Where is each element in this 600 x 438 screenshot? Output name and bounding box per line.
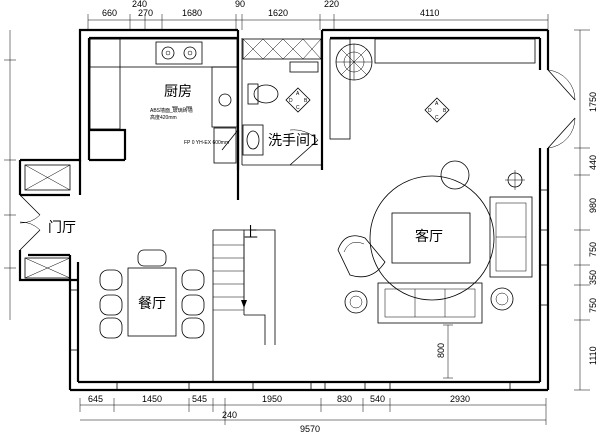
dim-800-label: 800 [436, 343, 446, 358]
right-dim-0: 1750 [588, 92, 598, 112]
bottom-dim-3: 240 [222, 410, 237, 420]
bath-floor-marker-icon: A B C D [285, 87, 311, 113]
bath-marker-b: B [304, 98, 308, 104]
kitchen-note-1: ABS墙面_玻璃砖墙 [150, 107, 193, 114]
staircase [213, 230, 266, 345]
fridge-note: FP 0 YH-EX 600mm [184, 140, 229, 146]
bottom-dim-1: 1450 [142, 394, 162, 404]
sofa-bottom [377, 282, 483, 324]
living-marker-c: C [435, 115, 439, 121]
fridge-icon [213, 127, 237, 164]
living-marker-d: D [428, 108, 432, 114]
side-table-right [490, 287, 514, 311]
washbasin-icon [242, 124, 264, 156]
living-marker-a: A [435, 101, 439, 107]
bath-marker-c: C [296, 105, 300, 111]
kitchen-note-2: 高度420mm [150, 114, 177, 121]
bottom-dim-6: 540 [370, 394, 385, 404]
windows [24, 164, 549, 391]
bottom-dim-0: 645 [88, 394, 103, 404]
bath-marker-d: D [289, 98, 293, 104]
stove-icon [155, 41, 203, 65]
bottom-dim-2: 545 [192, 394, 207, 404]
room-label-washroom: 洗手间1 [268, 133, 319, 149]
room-label-living: 客厅 [415, 228, 443, 245]
living-floor-marker-icon: A B C D [424, 97, 450, 123]
plant-icon [335, 43, 373, 81]
right-dim-3: 750 [588, 242, 598, 257]
left-dimension-ticks [4, 30, 16, 320]
dining-table [127, 267, 177, 337]
coffee-table [391, 212, 471, 264]
kitchen-counter [89, 38, 238, 130]
right-dimension-line [574, 29, 590, 391]
room-label-dining: 餐厅 [138, 296, 166, 312]
room-label-entry: 门厅 [48, 220, 76, 236]
right-dim-5: 750 [588, 298, 598, 313]
sofa-right [489, 196, 533, 278]
living-marker-b: B [443, 108, 447, 114]
top-dim-2: 270 [138, 8, 153, 18]
right-dim-6: 1110 [588, 346, 598, 365]
top-dimension-values: 660 240 270 1680 90 1620 220 4110 [102, 0, 439, 18]
right-dimension-values: 1750 440 980 750 350 750 1110 [588, 92, 598, 365]
stairs-up-label: 上 [244, 225, 258, 241]
light-fixture-icon [505, 170, 525, 190]
room-label-kitchen: 厨房 [164, 84, 192, 100]
round-rug [369, 160, 495, 301]
side-table-left [344, 290, 368, 314]
bottom-dim-7: 2930 [450, 394, 470, 404]
top-dim-4: 90 [235, 0, 245, 9]
top-dim-0: 660 [102, 8, 117, 18]
kitchen-sink-icon [218, 93, 232, 107]
toilet-icon [247, 83, 279, 105]
exterior-walls [18, 28, 550, 392]
bottom-dim-5: 830 [337, 394, 352, 404]
bath-marker-a: A [296, 91, 300, 97]
dim-800-line [443, 324, 453, 379]
doors [19, 69, 576, 251]
dining-chairs [99, 249, 205, 339]
bottom-dim-4: 1950 [262, 394, 282, 404]
bath-cabinet [242, 38, 322, 73]
bottom-dimension-values: 645 1450 545 240 1950 830 540 2930 9570 [88, 394, 470, 434]
armchair-icon [337, 235, 386, 278]
interior-walls [78, 38, 322, 382]
top-dim-1: 240 [132, 0, 147, 9]
bottom-dimension-line [79, 398, 547, 425]
right-dim-2: 980 [588, 198, 598, 213]
top-dim-5: 1620 [268, 8, 288, 18]
top-dimension-line [87, 14, 549, 30]
top-dim-3: 1680 [182, 8, 202, 18]
top-dim-6: 220 [324, 0, 339, 9]
tv-cabinet [329, 38, 536, 140]
right-dim-1: 440 [588, 155, 598, 170]
right-dim-4: 350 [588, 270, 598, 285]
top-dim-7: 4110 [420, 8, 439, 18]
bottom-dim-total: 9570 [300, 424, 320, 434]
